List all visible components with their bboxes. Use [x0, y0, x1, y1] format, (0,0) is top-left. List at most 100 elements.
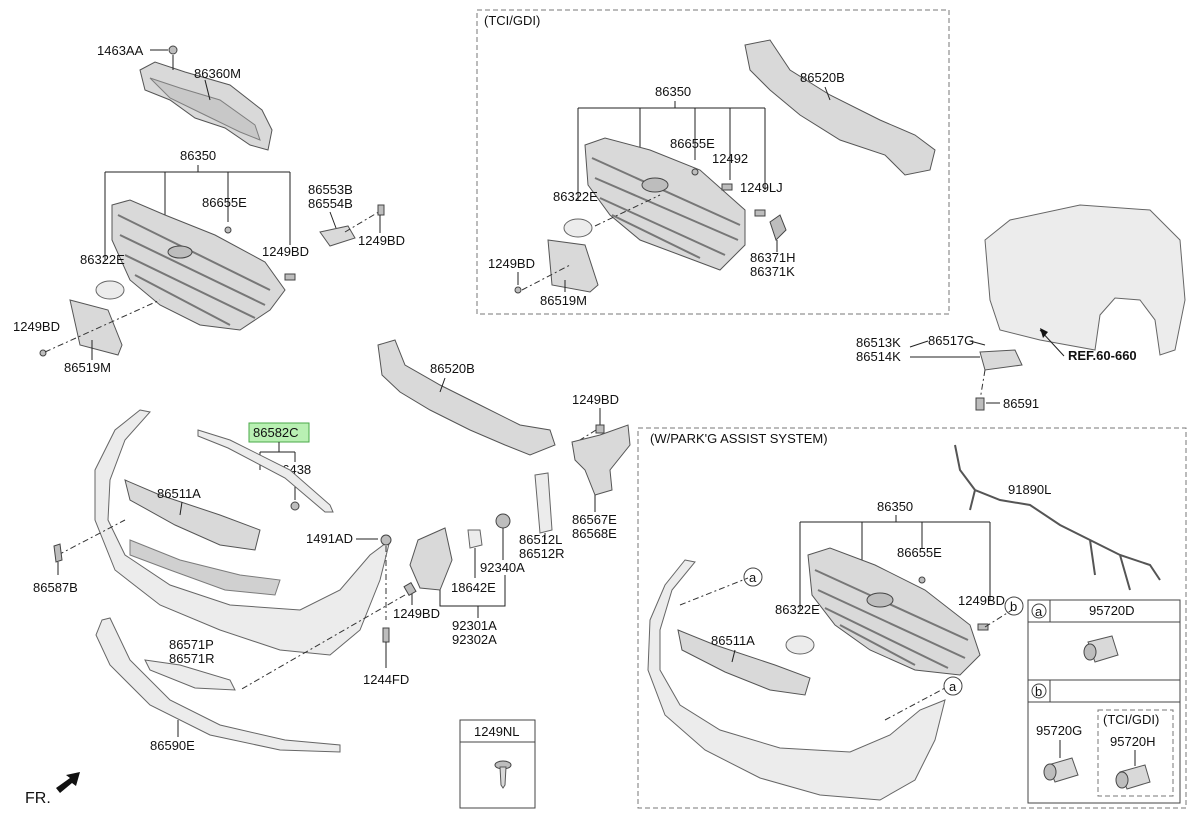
label-86511A-b: 86511A — [711, 633, 755, 648]
label-86371H: 86371H — [750, 250, 796, 265]
label-86591: 86591 — [1003, 396, 1039, 411]
callout-a-1-text: a — [749, 570, 757, 585]
strip-86582C — [197, 429, 334, 513]
label-92340A: 92340A — [480, 560, 525, 575]
label-95720H: 95720H — [1110, 734, 1156, 749]
clip-86438 — [290, 501, 300, 511]
screw-1249BD-d — [514, 286, 522, 294]
label-86371K: 86371K — [750, 264, 795, 279]
label-1244FD: 1244FD — [363, 672, 409, 687]
strip-86571P — [144, 659, 236, 691]
sensor-95720D — [1083, 635, 1119, 663]
label-86512R: 86512R — [519, 546, 565, 561]
plate-86519M-b — [547, 239, 599, 293]
bulb-18642E — [467, 529, 483, 549]
clip-86655E-b — [691, 168, 699, 176]
label-1463AA: 1463AA — [97, 43, 144, 58]
lip-86590E — [95, 617, 341, 753]
callout-b-1-text: b — [1010, 599, 1017, 614]
bracket-86371H — [769, 214, 787, 241]
screw-1249BD-g — [977, 623, 989, 631]
label-18642E: 18642E — [451, 580, 496, 595]
screw-1249LJ — [754, 209, 766, 217]
clip-86587B — [53, 543, 63, 563]
label-92301A: 92301A — [452, 618, 497, 633]
label-86655E-a: 86655E — [202, 195, 247, 210]
screw-12492 — [721, 183, 733, 191]
emblem-86322E-c — [785, 635, 815, 655]
label-1249BD-e: 1249BD — [572, 392, 619, 407]
label-1249BD-a: 1249BD — [262, 244, 309, 259]
label-ref: REF.60-660 — [1068, 348, 1137, 363]
park-assist-title: (W/PARK'G ASSIST SYSTEM) — [650, 431, 828, 446]
fender-part — [984, 204, 1186, 356]
callout-a-2-text: a — [949, 679, 957, 694]
tci-gdi-box — [476, 9, 950, 315]
clip-86655E-a — [224, 226, 232, 234]
label-91890L: 91890L — [1008, 482, 1051, 497]
label-86582C[interactable]: 86582C — [253, 425, 299, 440]
callout-a-1 — [743, 567, 763, 587]
table-callout-b-text: b — [1035, 684, 1042, 699]
label-86322E-a: 86322E — [80, 252, 125, 267]
emblem-86322E-a — [95, 280, 125, 300]
label-92302A: 92302A — [452, 632, 497, 647]
label-86514K: 86514K — [856, 349, 901, 364]
radiator-grille-b — [584, 137, 746, 271]
table-callout-a — [1031, 603, 1047, 619]
screw-1244FD — [382, 627, 390, 643]
label-tci-gdi-small: (TCI/GDI) — [1103, 712, 1159, 727]
label-86590E: 86590E — [150, 738, 195, 753]
nut-1491AD — [380, 534, 392, 546]
bulb-92340A — [495, 513, 511, 529]
screw-1249BD-b — [39, 349, 47, 357]
sensor-95720G — [1043, 757, 1079, 783]
ref-arrow-icon — [1040, 328, 1048, 338]
label-1249BD-d: 1249BD — [488, 256, 535, 271]
label-86322E-c: 86322E — [775, 602, 820, 617]
screw-1249BD-e — [595, 424, 605, 434]
bracket-86567E — [571, 424, 631, 496]
grille-bracket-part — [139, 61, 273, 151]
label-86567E: 86567E — [572, 512, 617, 527]
radiator-grille-c — [807, 547, 981, 676]
energy-absorber-a — [744, 39, 936, 176]
label-86350-b: 86350 — [655, 84, 691, 99]
label-86517G: 86517G — [928, 333, 974, 348]
label-86568E: 86568E — [572, 526, 617, 541]
label-1249NL: 1249NL — [474, 724, 520, 739]
callout-b-1 — [1004, 596, 1024, 616]
label-86350-c: 86350 — [877, 499, 913, 514]
clip-86655E-c — [918, 576, 926, 584]
label-86520B-b: 86520B — [430, 361, 475, 376]
label-86587B: 86587B — [33, 580, 78, 595]
part-box-1249NL — [459, 719, 536, 809]
table-callout-a-text: a — [1035, 604, 1043, 619]
label-1249LJ: 1249LJ — [740, 180, 783, 195]
front-arrow-icon — [56, 772, 80, 793]
sensor-95720H — [1115, 764, 1151, 790]
callout-a-2 — [943, 676, 963, 696]
label-86655E-c: 86655E — [897, 545, 942, 560]
screw-1249BD-c — [377, 204, 385, 216]
bolt-1463AA-part — [168, 45, 178, 70]
label-86519M-b: 86519M — [540, 293, 587, 308]
label-fr: FR. — [25, 790, 51, 807]
label-95720D: 95720D — [1089, 603, 1135, 618]
energy-absorber-b — [377, 339, 556, 456]
label-86512L: 86512L — [519, 532, 562, 547]
label-86350-a: 86350 — [180, 148, 216, 163]
fog-lamp-92301A — [409, 527, 453, 591]
screw-1249BD-a — [284, 273, 296, 281]
screw-1249NL-icon — [494, 760, 512, 789]
tci-gdi-title: (TCI/GDI) — [484, 13, 540, 28]
label-86511A-a: 86511A — [157, 486, 201, 501]
label-86553B: 86553B — [308, 182, 353, 197]
label-1249BD-c: 1249BD — [358, 233, 405, 248]
label-1249BD-f: 1249BD — [393, 606, 440, 621]
screw-1249BD-f — [403, 581, 417, 597]
bracket-86512L — [534, 472, 553, 534]
screw-86591 — [975, 397, 985, 411]
bracket-86517G — [979, 349, 1023, 371]
